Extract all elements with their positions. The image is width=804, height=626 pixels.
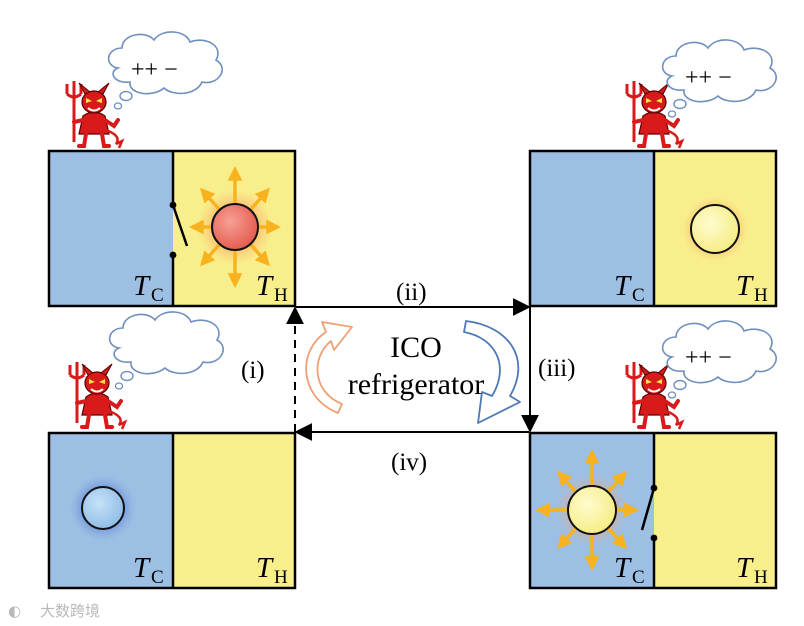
cold-temp-subscript: C	[632, 285, 645, 306]
thought-text: ++ −	[685, 345, 732, 371]
step-ii-label: (ii)	[396, 279, 427, 306]
warm-particle	[690, 204, 740, 254]
watermark: ◐ 大数跨境	[8, 602, 100, 620]
refrigeration-cycle-icon	[305, 320, 521, 424]
panel-bottom-left: T C T H	[47, 311, 297, 590]
door-hinge	[650, 484, 658, 492]
door-hinge	[169, 201, 177, 209]
cold-temp-label: T	[614, 552, 632, 584]
step-i-label: (i)	[241, 357, 265, 384]
hot-particle	[211, 203, 259, 251]
watermark-logo-icon: ◐	[8, 602, 21, 620]
watermark-text: 大数跨境	[40, 602, 100, 620]
hot-temp-label: T	[736, 552, 754, 584]
hot-temp-subscript: H	[274, 285, 288, 306]
panel-bottom-right: T C T H ++ −	[528, 320, 778, 590]
hot-temp-label: T	[256, 270, 274, 302]
door-hinge	[169, 251, 177, 259]
center-title: ICO	[390, 331, 442, 364]
hot-bath	[654, 433, 776, 588]
hot-bath	[173, 433, 295, 588]
cold-particle	[81, 486, 125, 530]
panel-top-right: T C T H ++ −	[528, 39, 778, 308]
hot-temp-label: T	[736, 270, 754, 302]
cold-temp-label: T	[133, 552, 151, 584]
hot-temp-subscript: H	[754, 567, 768, 588]
door-hinge	[650, 534, 658, 542]
step-iii-label: (iii)	[538, 355, 576, 382]
panel-top-left: T C T H ++ −	[47, 31, 297, 308]
thought-text: ++ −	[685, 65, 732, 91]
thought-cloud	[108, 311, 224, 390]
cold-temp-subscript: C	[151, 567, 164, 588]
cold-bath	[530, 151, 654, 306]
hot-temp-subscript: H	[754, 285, 768, 306]
cold-temp-label: T	[133, 270, 151, 302]
center-subtitle: refrigerator	[348, 368, 485, 401]
warm-particle	[567, 485, 617, 535]
hot-temp-label: T	[256, 552, 274, 584]
cold-temp-subscript: C	[632, 567, 645, 588]
cold-temp-label: T	[614, 270, 632, 302]
cycle-arrow-orange	[305, 321, 353, 414]
cold-bath	[49, 151, 173, 306]
open-door	[640, 487, 656, 531]
hot-temp-subscript: H	[274, 567, 288, 588]
cycle-connectors	[286, 298, 539, 441]
cold-temp-subscript: C	[151, 285, 164, 306]
thought-text: ++ −	[131, 57, 178, 83]
maxwell-demon-icon	[68, 360, 127, 431]
open-door	[171, 204, 189, 247]
maxwell-demon-icon	[65, 79, 124, 150]
step-iv-label: (iv)	[391, 449, 427, 476]
cycle-arrow-blue	[463, 320, 521, 424]
